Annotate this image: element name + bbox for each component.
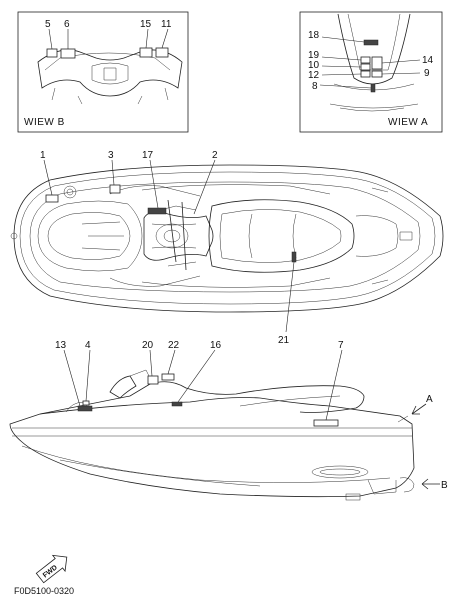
label-10: [360, 63, 371, 71]
label-9: [371, 70, 383, 78]
view-a-inset: 18 19 10 12 8 14 9 WIEW A: [299, 11, 443, 133]
view-a-title: WIEW A: [388, 117, 428, 128]
part-label-17: 17: [142, 150, 154, 161]
part-label-15: 15: [140, 19, 152, 30]
part-label-22: 22: [168, 340, 180, 351]
label-1: [45, 194, 59, 203]
label-4: [82, 400, 90, 406]
label-5: [46, 48, 58, 58]
part-label-14: 14: [422, 55, 434, 66]
label-11: [155, 47, 169, 58]
label-6: [60, 48, 76, 59]
part-label-21: 21: [278, 335, 290, 346]
view-b-frame: [17, 11, 189, 133]
label-12: [360, 70, 371, 78]
side-view: 13 4 20 22 16 7: [9, 340, 415, 501]
part-label-19: 19: [308, 50, 320, 61]
label-15: [139, 47, 153, 58]
part-label-18: 18: [308, 30, 320, 41]
view-b-inset: 5 6 15 11 WIEW B: [17, 11, 189, 133]
part-label-4: 4: [85, 340, 91, 351]
label-21: [291, 251, 297, 263]
label-13: [77, 405, 93, 412]
label-16: [171, 401, 183, 407]
label-22: [161, 373, 175, 381]
part-label-11: 11: [161, 19, 172, 30]
view-a-frame: [299, 11, 443, 133]
top-view: 1 3 17 2 21: [10, 150, 444, 346]
part-label-20: 20: [142, 340, 154, 351]
part-label-5: 5: [45, 19, 51, 30]
part-label-13: 13: [55, 340, 67, 351]
part-label-6: 6: [64, 19, 70, 30]
part-label-3: 3: [108, 150, 114, 161]
figure-code: F0D5100-0320: [14, 586, 74, 596]
part-label-7: 7: [338, 340, 344, 351]
view-arrow-a: A: [397, 394, 433, 423]
label-14: [371, 56, 383, 70]
label-18: [363, 39, 379, 46]
part-label-12: 12: [308, 70, 320, 81]
part-label-2: 2: [212, 150, 218, 161]
part-label-9: 9: [424, 68, 430, 79]
label-20: [147, 375, 159, 385]
fwd-arrow-icon: FWD: [35, 554, 68, 584]
label-8: [370, 83, 376, 93]
label-3: [109, 184, 121, 194]
label-19: [360, 56, 371, 64]
arrow-label-a: A: [426, 394, 433, 405]
part-label-10: 10: [308, 60, 320, 71]
arrow-label-b: B: [441, 480, 448, 491]
part-label-8: 8: [312, 81, 318, 92]
view-b-title: WIEW B: [24, 117, 65, 128]
part-label-1: 1: [40, 150, 46, 161]
view-arrow-b: B: [421, 478, 448, 491]
label-7: [313, 419, 339, 427]
part-label-16: 16: [210, 340, 222, 351]
label-17: [147, 207, 167, 215]
